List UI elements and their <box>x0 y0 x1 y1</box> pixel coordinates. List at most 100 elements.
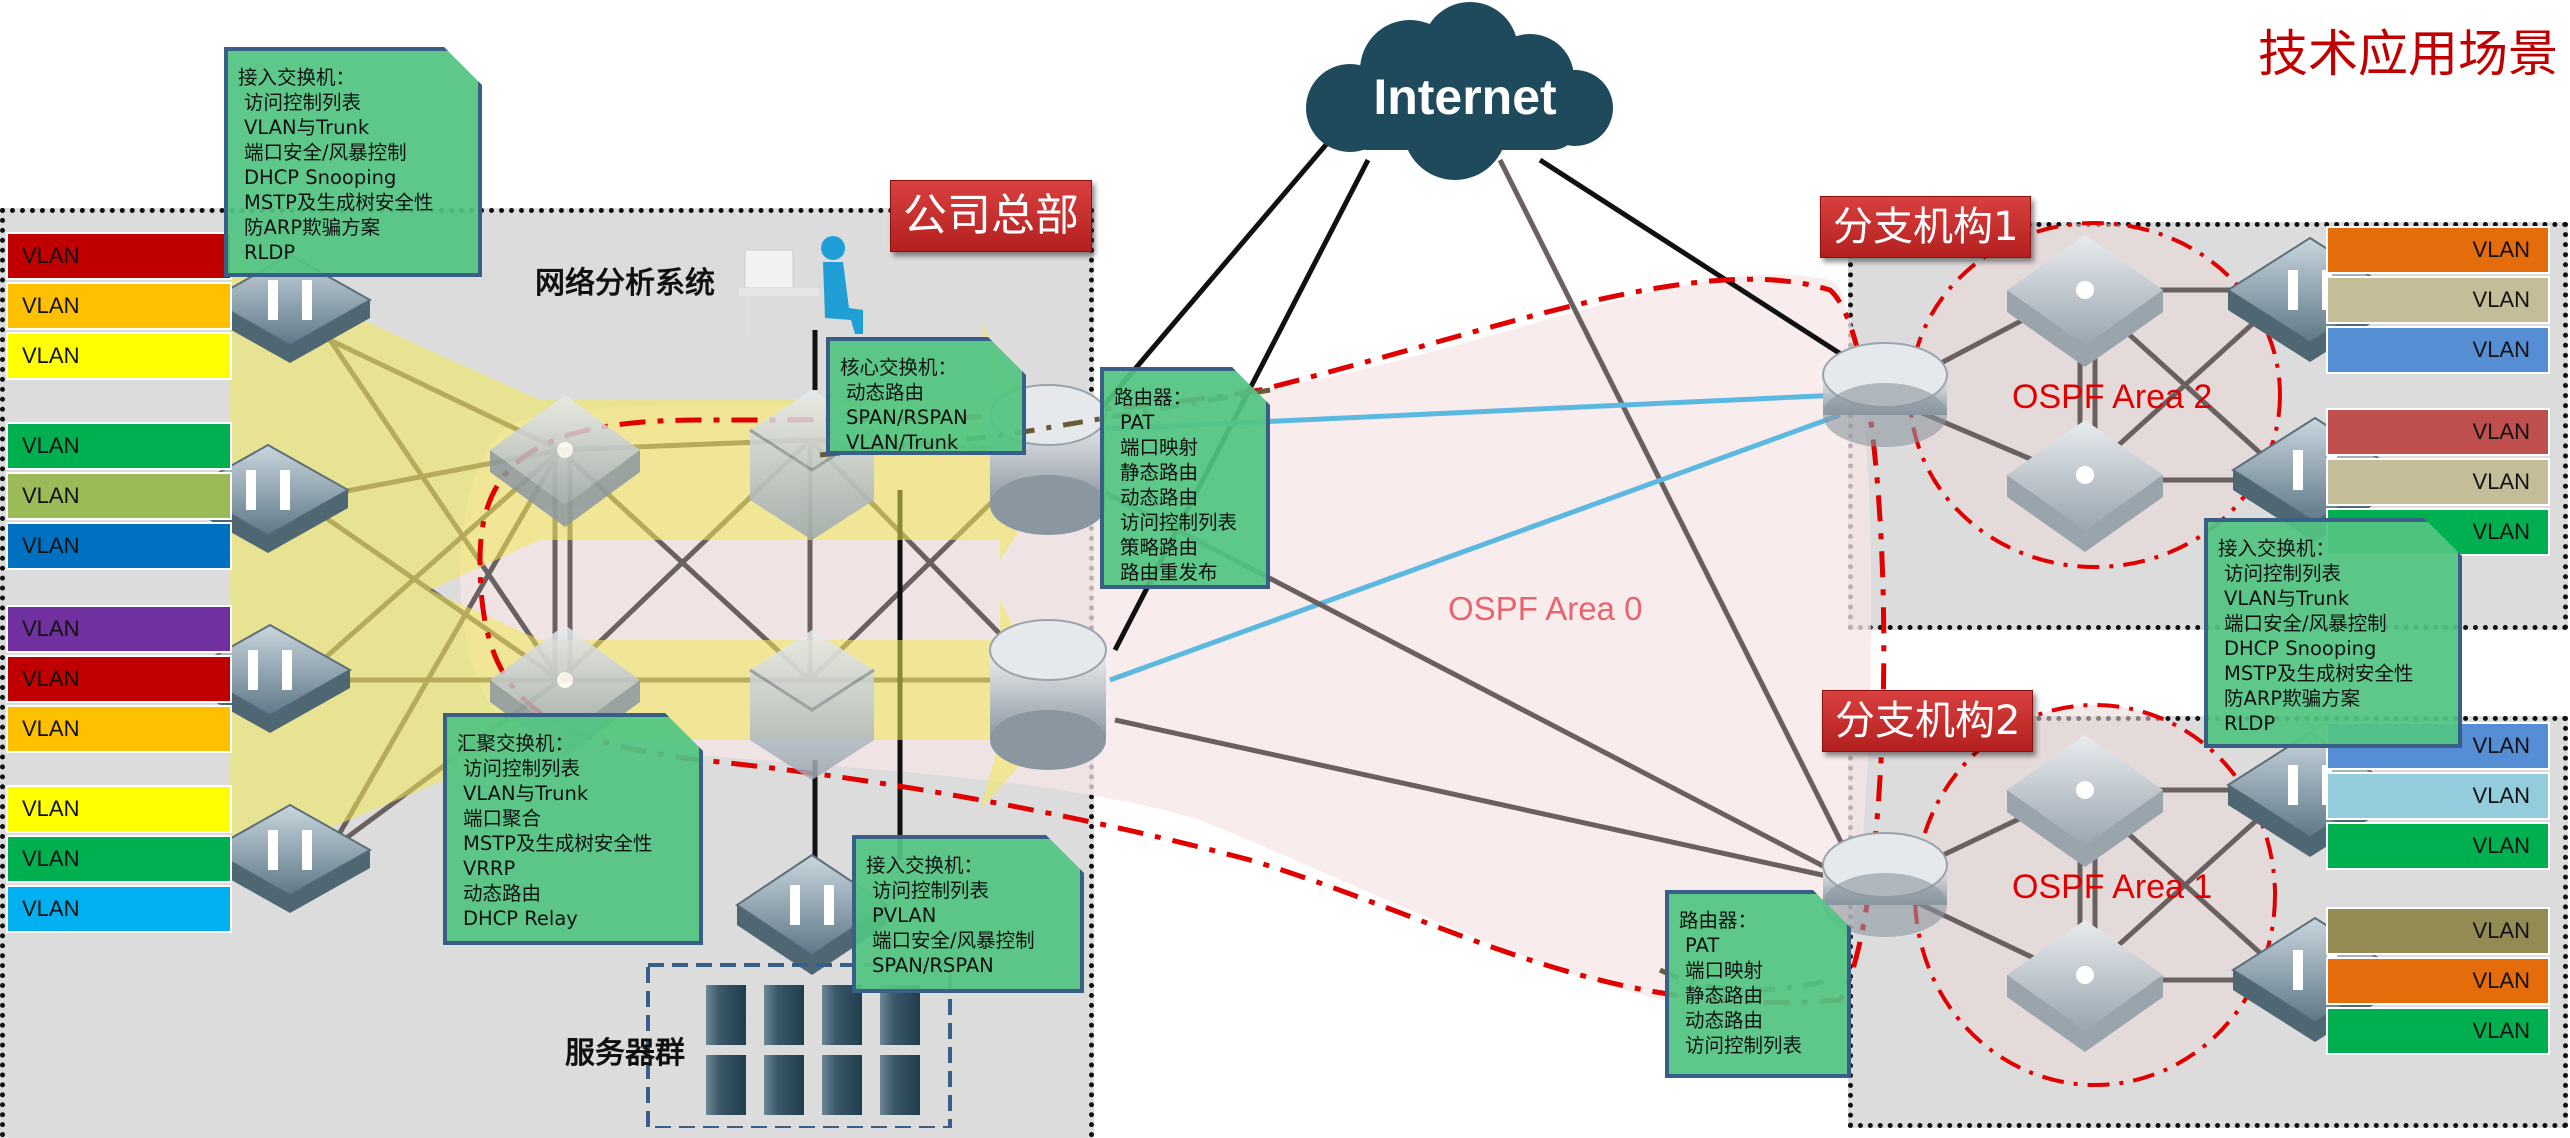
note-item: MSTP及生成树安全性 <box>2224 662 2414 685</box>
ospf-area1-label: OSPF Area 1 <box>2012 868 2213 906</box>
note-title: 路由器： <box>1114 386 1193 409</box>
vlan-strip: VLAN <box>2326 957 2550 1005</box>
aggregation-switch-icon <box>490 395 640 527</box>
branch2-site-label: 分支机构2 <box>1822 690 2034 752</box>
ospf-area2-label: OSPF Area 2 <box>2012 378 2213 416</box>
branch1-site-label: 分支机构1 <box>1820 196 2032 258</box>
note-item: 动态路由 <box>463 882 542 905</box>
note-item: PAT <box>1685 934 1720 957</box>
branch2-router-icon <box>1822 832 1948 937</box>
wan-link-r2-branch1 <box>1109 412 1841 683</box>
vlan-strip: VLAN <box>6 282 232 330</box>
note-title: 接入交换机： <box>866 854 984 877</box>
branch2-distribution-switch-icon <box>2007 920 2163 1052</box>
note-item: 访问控制列表 <box>2224 562 2342 585</box>
network-analysis-user-icon <box>739 236 863 336</box>
note-item: VLAN与Trunk <box>244 116 370 139</box>
note-item: 动态路由 <box>846 381 925 404</box>
wan-link-r2-branch2 <box>1114 717 1846 883</box>
note-item: 访问控制列表 <box>244 91 362 114</box>
vlan-strip: VLAN <box>2326 458 2550 506</box>
note-item: VLAN与Trunk <box>2224 587 2350 610</box>
note-item: 访问控制列表 <box>463 757 581 780</box>
note-item: VRRP <box>463 857 516 880</box>
hq-access-switch-icon <box>207 803 373 913</box>
note-item: 访问控制列表 <box>1685 1034 1803 1057</box>
note-title: 核心交换机： <box>840 356 958 379</box>
ospf-area0-label: OSPF Area 0 <box>1448 590 1643 627</box>
note-item: DHCP Relay <box>463 907 578 930</box>
note-item: 端口映射 <box>1120 436 1199 459</box>
vlan-strip: VLAN <box>6 422 232 470</box>
link-internet-branch1-router <box>1538 157 1852 363</box>
vlan-strip: VLAN <box>6 522 232 570</box>
note-item: VLAN与Trunk <box>463 782 589 805</box>
note-item: SPAN/RSPAN <box>872 954 994 977</box>
note-item: SPAN/RSPAN <box>846 406 968 429</box>
vlan-strip: VLAN <box>2326 772 2550 820</box>
branch1-router-icon <box>1822 342 1948 447</box>
note-item: 动态路由 <box>1685 1009 1764 1032</box>
note-title: 路由器： <box>1679 909 1758 932</box>
link-internet-router1 <box>1098 138 1332 412</box>
vlan-strip: VLAN <box>6 705 232 753</box>
vlan-strip: VLAN <box>2326 226 2550 274</box>
hq-access-switch-icon <box>207 253 373 363</box>
hq-router-icon <box>989 619 1107 770</box>
note-item: 端口映射 <box>1685 959 1764 982</box>
note-item: 动态路由 <box>1120 486 1199 509</box>
note-item: 端口安全/风暴控制 <box>2224 612 2387 635</box>
branch1-distribution-switch-icon <box>2007 420 2163 552</box>
note-item: 防ARP欺骗方案 <box>244 216 381 239</box>
vlan-strip: VLAN <box>6 835 232 883</box>
vlan-strip: VLAN <box>2326 326 2550 374</box>
note-item: 静态路由 <box>1685 984 1764 1007</box>
note-title: 接入交换机： <box>2218 537 2336 560</box>
ospf-area0-boundary <box>477 276 1887 1006</box>
vlan-strip: VLAN <box>2326 276 2550 324</box>
note-item: 访问控制列表 <box>872 879 990 902</box>
note-item: 端口聚合 <box>463 807 542 830</box>
server-farm-label: 服务器群 <box>565 1036 685 1071</box>
vlan-strip: VLAN <box>6 655 232 703</box>
note-item: PVLAN <box>872 904 937 927</box>
vlan-strip: VLAN <box>2326 1007 2550 1055</box>
note-item: 路由重发布 <box>1120 561 1218 584</box>
internet-cloud-icon <box>1306 2 1613 180</box>
page-title: 技术应用场景 <box>2258 25 2558 83</box>
note-item: VLAN/Trunk <box>846 431 959 454</box>
note-item: 防ARP欺骗方案 <box>2224 687 2361 710</box>
vlan-strip: VLAN <box>6 885 232 933</box>
note-item: MSTP及生成树安全性 <box>244 191 434 214</box>
branch1-distribution-switch-icon <box>2007 235 2163 367</box>
note-item: 端口安全/风暴控制 <box>244 141 407 164</box>
note-item: RLDP <box>244 241 296 264</box>
note-item: DHCP Snooping <box>244 166 397 189</box>
vlan-strip: VLAN <box>6 332 232 380</box>
note-item: 访问控制列表 <box>1120 511 1238 534</box>
vlan-strip: VLAN <box>6 605 232 653</box>
vlan-strip: VLAN <box>2326 907 2550 955</box>
note-item: 策略路由 <box>1120 536 1199 559</box>
vlan-strip: VLAN <box>2326 408 2550 456</box>
core-switch-icon <box>749 630 875 780</box>
server-farm-boundary <box>646 963 952 1128</box>
note-item: PAT <box>1120 411 1155 434</box>
note-item: 静态路由 <box>1120 461 1199 484</box>
vlan-strip: VLAN <box>6 232 232 280</box>
note-item: RLDP <box>2224 712 2276 735</box>
vlan-strip: VLAN <box>6 472 232 520</box>
note-title: 汇聚交换机： <box>457 732 575 755</box>
link-internet-branch2-router <box>1497 158 1863 882</box>
internet-label: Internet <box>1373 69 1557 125</box>
branch2-distribution-switch-icon <box>2007 735 2163 867</box>
vlan-strip: VLAN <box>2326 822 2550 870</box>
note-item: DHCP Snooping <box>2224 637 2377 660</box>
